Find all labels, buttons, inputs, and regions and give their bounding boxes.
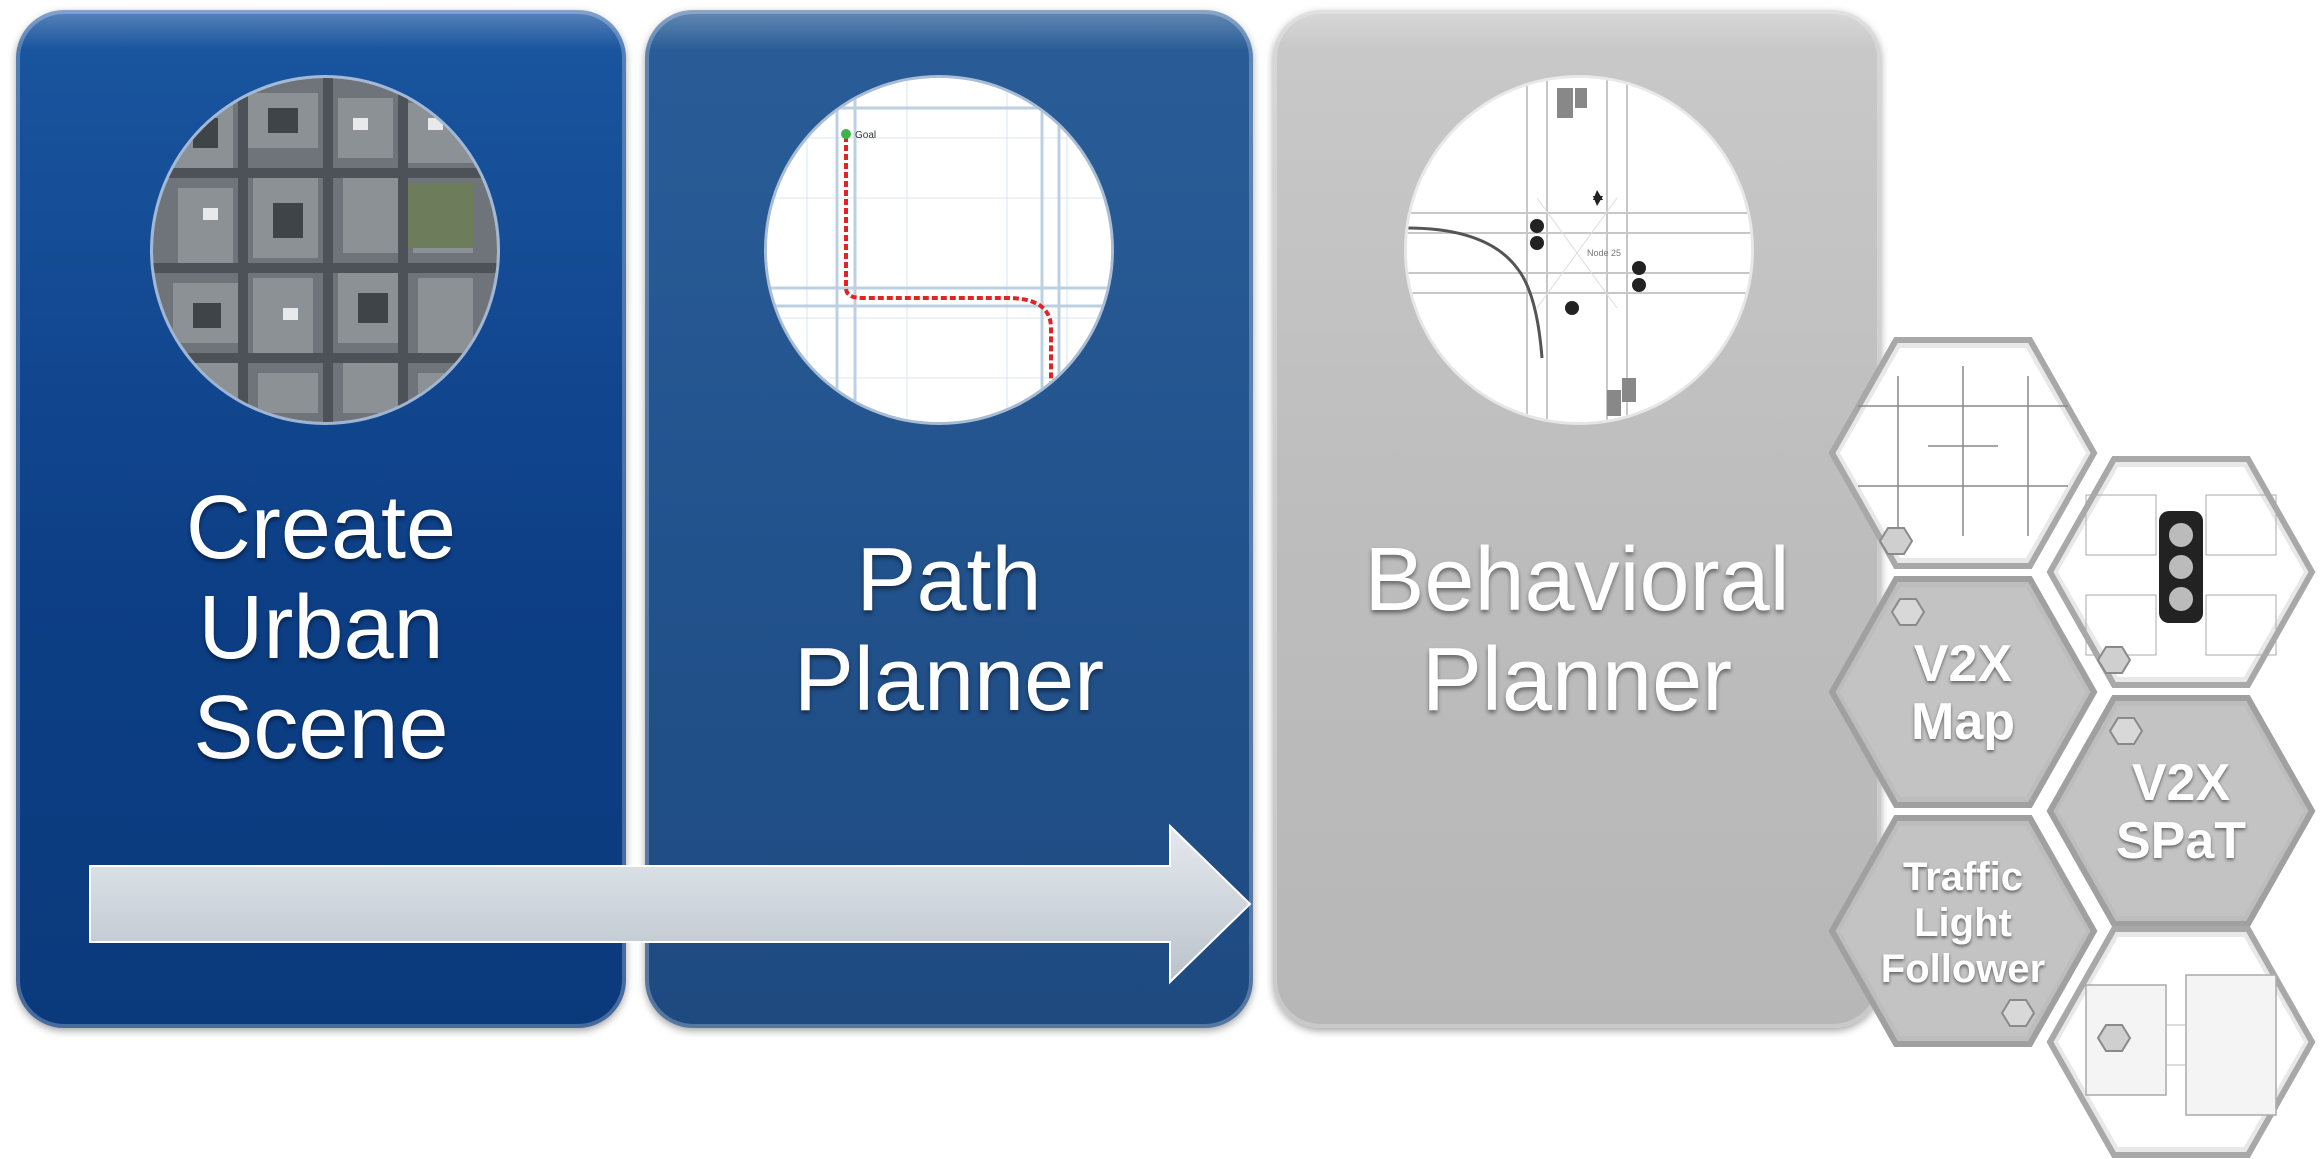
panel-gloss xyxy=(1273,10,1881,50)
hex-shape xyxy=(1828,576,2098,808)
path-map-image: Goal xyxy=(767,78,1111,422)
hex-label-line: Map xyxy=(1911,693,2015,751)
hex-label-line: Traffic xyxy=(1902,855,2024,899)
behavioral-planner-panel: Node 25 Behavioral Planner xyxy=(1273,10,1881,1028)
goal-label: Goal xyxy=(855,130,876,141)
v2x-spat-label: V2X SPaT xyxy=(2046,754,2316,870)
panel-gloss xyxy=(16,10,626,50)
hex-label-line: V2X xyxy=(1913,635,2013,693)
traffic-light-icon xyxy=(2046,456,2316,688)
create-urban-scene-title: Create Urban Scene xyxy=(16,478,626,778)
title-line: Planner xyxy=(1421,630,1733,730)
diagram-hex-bottom xyxy=(2046,925,2316,1159)
flow-arrow-icon xyxy=(89,823,1252,985)
path-planner-panel: Goal Path Planner xyxy=(645,10,1253,1028)
create-urban-scene-panel: Create Urban Scene xyxy=(16,10,626,1028)
hex-label-line: Follower xyxy=(1880,947,2046,991)
hex-shape xyxy=(1828,815,2098,1047)
hex-thumbnail xyxy=(1828,337,2098,569)
hex-label-line: V2X xyxy=(2131,754,2231,812)
path-map-thumbnail: Goal xyxy=(767,78,1111,422)
title-line: Create xyxy=(185,478,457,578)
traffic-light-follower-label: Traffic Light Follower xyxy=(1828,854,2098,992)
intersection-thumbnail: Node 25 xyxy=(1407,78,1751,422)
hex-label-line: SPaT xyxy=(2115,812,2247,870)
hex-thumbnail xyxy=(2046,926,2316,1158)
city-aerial-thumbnail xyxy=(153,78,497,422)
title-line: Planner xyxy=(793,630,1105,730)
flow-arrow xyxy=(89,823,1252,985)
city-aerial-image xyxy=(153,78,497,422)
traffic-light-follower-hex: Traffic Light Follower xyxy=(1828,814,2098,1048)
hex-label-line: Light xyxy=(1914,901,2012,945)
v2x-map-hex: V2X Map xyxy=(1828,575,2098,809)
diagram-hex-traffic-light xyxy=(2046,455,2316,689)
panel-gloss xyxy=(645,10,1253,50)
hex-shape xyxy=(2046,695,2316,927)
title-line: Path xyxy=(856,530,1042,630)
diagram-hex-top xyxy=(1828,336,2098,570)
behavioral-planner-title: Behavioral Planner xyxy=(1273,530,1881,730)
v2x-map-label: V2X Map xyxy=(1828,635,2098,751)
intersection-image: Node 25 xyxy=(1407,78,1751,422)
title-line: Behavioral xyxy=(1364,530,1790,630)
path-planner-title: Path Planner xyxy=(645,530,1253,730)
title-line: Scene xyxy=(193,678,449,778)
node-label: Node 25 xyxy=(1587,248,1621,258)
title-line: Urban xyxy=(198,578,444,678)
v2x-spat-hex: V2X SPaT xyxy=(2046,694,2316,928)
